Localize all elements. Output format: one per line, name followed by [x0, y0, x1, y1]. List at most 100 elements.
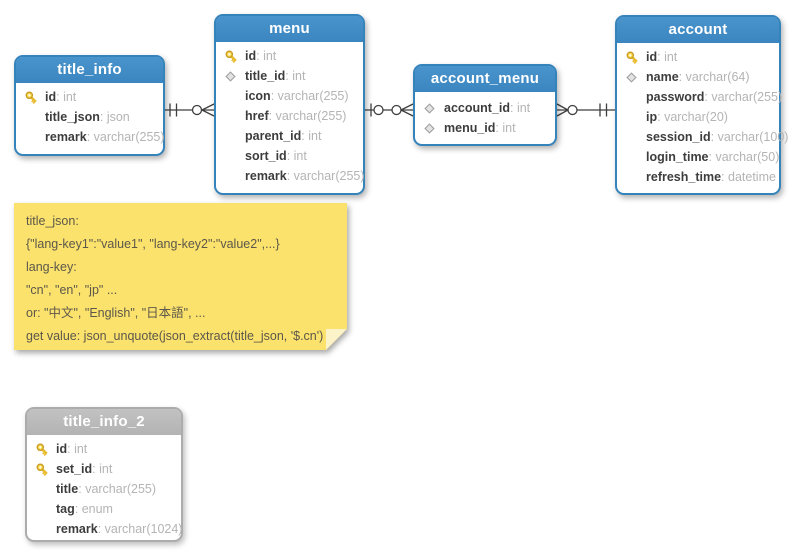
no-icon: [625, 170, 641, 185]
no-icon: [35, 482, 51, 497]
field-row[interactable]: remarkvarchar(1024): [35, 519, 182, 539]
field-name: menu_id: [444, 121, 496, 135]
field-type: varchar(50): [709, 150, 779, 164]
no-icon: [224, 169, 240, 184]
no-icon: [625, 150, 641, 165]
field-row[interactable]: login_timevarchar(50): [625, 147, 779, 167]
note-line: {"lang-key1":"value1", "lang-key2":"valu…: [26, 237, 280, 251]
field-row[interactable]: idint: [24, 87, 159, 107]
field-name: ip: [646, 110, 658, 124]
field-row[interactable]: remarkvarchar(255): [224, 166, 365, 186]
primary-key-icon: [35, 441, 51, 457]
primary-key-icon: [224, 48, 240, 64]
field-row[interactable]: parent_idint: [224, 126, 359, 146]
no-icon: [24, 130, 40, 145]
no-icon: [35, 502, 51, 517]
field-row[interactable]: account_idint: [423, 98, 551, 118]
field-name: account_id: [444, 101, 510, 115]
field-name: name: [646, 70, 679, 84]
note-line: "cn", "en", "jp" ...: [26, 283, 118, 297]
no-icon: [35, 522, 51, 537]
diamond-icon: [625, 70, 641, 85]
field-row[interactable]: iconvarchar(255): [224, 86, 359, 106]
field-row[interactable]: set_idint: [35, 459, 177, 479]
connector-account_menu-account[interactable]: [556, 103, 615, 117]
field-row[interactable]: sort_idint: [224, 146, 359, 166]
diamond-icon: [423, 101, 439, 116]
field-type: int: [510, 101, 530, 115]
field-type: varchar(1024): [98, 522, 183, 536]
connector-menu-account_menu[interactable]: [365, 103, 414, 117]
field-type: int: [92, 462, 112, 476]
no-icon: [625, 90, 641, 105]
field-name: login_time: [646, 150, 709, 164]
field-type: int: [495, 121, 515, 135]
field-type: datetime: [721, 170, 776, 184]
field-row[interactable]: hrefvarchar(255): [224, 106, 359, 126]
field-row[interactable]: session_idvarchar(100): [625, 127, 788, 147]
field-name: password: [646, 90, 705, 104]
sticky-note[interactable]: title_json: {"lang-key1":"value1", "lang…: [14, 203, 347, 350]
field-row[interactable]: idint: [224, 46, 359, 66]
field-name: id: [45, 90, 57, 104]
field-row[interactable]: refresh_timedatetime: [625, 167, 776, 187]
field-row[interactable]: idint: [625, 47, 775, 67]
field-type: varchar(100): [711, 130, 789, 144]
field-name: title_id: [245, 69, 286, 83]
field-row[interactable]: titlevarchar(255): [35, 479, 177, 499]
field-name: id: [245, 49, 257, 63]
field-name: remark: [245, 169, 287, 183]
field-row[interactable]: tagenum: [35, 499, 177, 519]
field-type: varchar(255): [704, 90, 782, 104]
field-name: session_id: [646, 130, 711, 144]
field-name: sort_id: [245, 149, 287, 163]
field-row[interactable]: remarkvarchar(255): [24, 127, 165, 147]
field-name: title: [56, 482, 79, 496]
table-account_menu[interactable]: account_menu account_idint menu_idint: [413, 64, 557, 146]
no-icon: [24, 110, 40, 125]
table-title: account: [617, 17, 779, 43]
field-type: int: [287, 149, 307, 163]
field-type: int: [256, 49, 276, 63]
field-name: remark: [56, 522, 98, 536]
note-line: or: "中文", "English", "日本語", ...: [26, 306, 206, 320]
field-name: tag: [56, 502, 75, 516]
field-name: id: [646, 50, 658, 64]
table-title: menu: [216, 16, 363, 42]
no-icon: [625, 110, 641, 125]
field-row[interactable]: idint: [35, 439, 177, 459]
field-type: varchar(64): [679, 70, 750, 84]
field-name: href: [245, 109, 269, 123]
field-row[interactable]: ipvarchar(20): [625, 107, 775, 127]
primary-key-icon: [625, 49, 641, 65]
field-type: varchar(20): [657, 110, 728, 124]
field-row[interactable]: menu_idint: [423, 118, 551, 138]
field-name: icon: [245, 89, 271, 103]
field-name: set_id: [56, 462, 93, 476]
table-title: title_info: [16, 57, 163, 83]
primary-key-icon: [24, 89, 40, 105]
field-row[interactable]: title_jsonjson: [24, 107, 159, 127]
field-row[interactable]: namevarchar(64): [625, 67, 775, 87]
table-title_info[interactable]: title_info idint title_jsonjson remarkva…: [14, 55, 165, 156]
field-name: title_json: [45, 110, 100, 124]
field-row[interactable]: title_idint: [224, 66, 359, 86]
field-row[interactable]: passwordvarchar(255): [625, 87, 782, 107]
table-title_info_2[interactable]: title_info_2 idint set_idint titlevarcha…: [25, 407, 183, 542]
field-type: int: [301, 129, 321, 143]
no-icon: [224, 109, 240, 124]
table-title: title_info_2: [27, 409, 181, 435]
field-type: varchar(255): [78, 482, 156, 496]
diamond-icon: [224, 69, 240, 84]
connector-title_info-menu[interactable]: [165, 103, 215, 117]
field-type: json: [100, 110, 130, 124]
field-type: int: [285, 69, 305, 83]
table-account[interactable]: account idint namevarchar(64) passwordva…: [615, 15, 788, 195]
table-title: account_menu: [415, 66, 555, 92]
field-type: int: [67, 442, 87, 456]
table-menu[interactable]: menu idint title_idint iconvarchar(255) …: [214, 14, 365, 195]
note-line: get value: json_unquote(json_extract(tit…: [26, 329, 324, 343]
primary-key-icon: [35, 461, 51, 477]
